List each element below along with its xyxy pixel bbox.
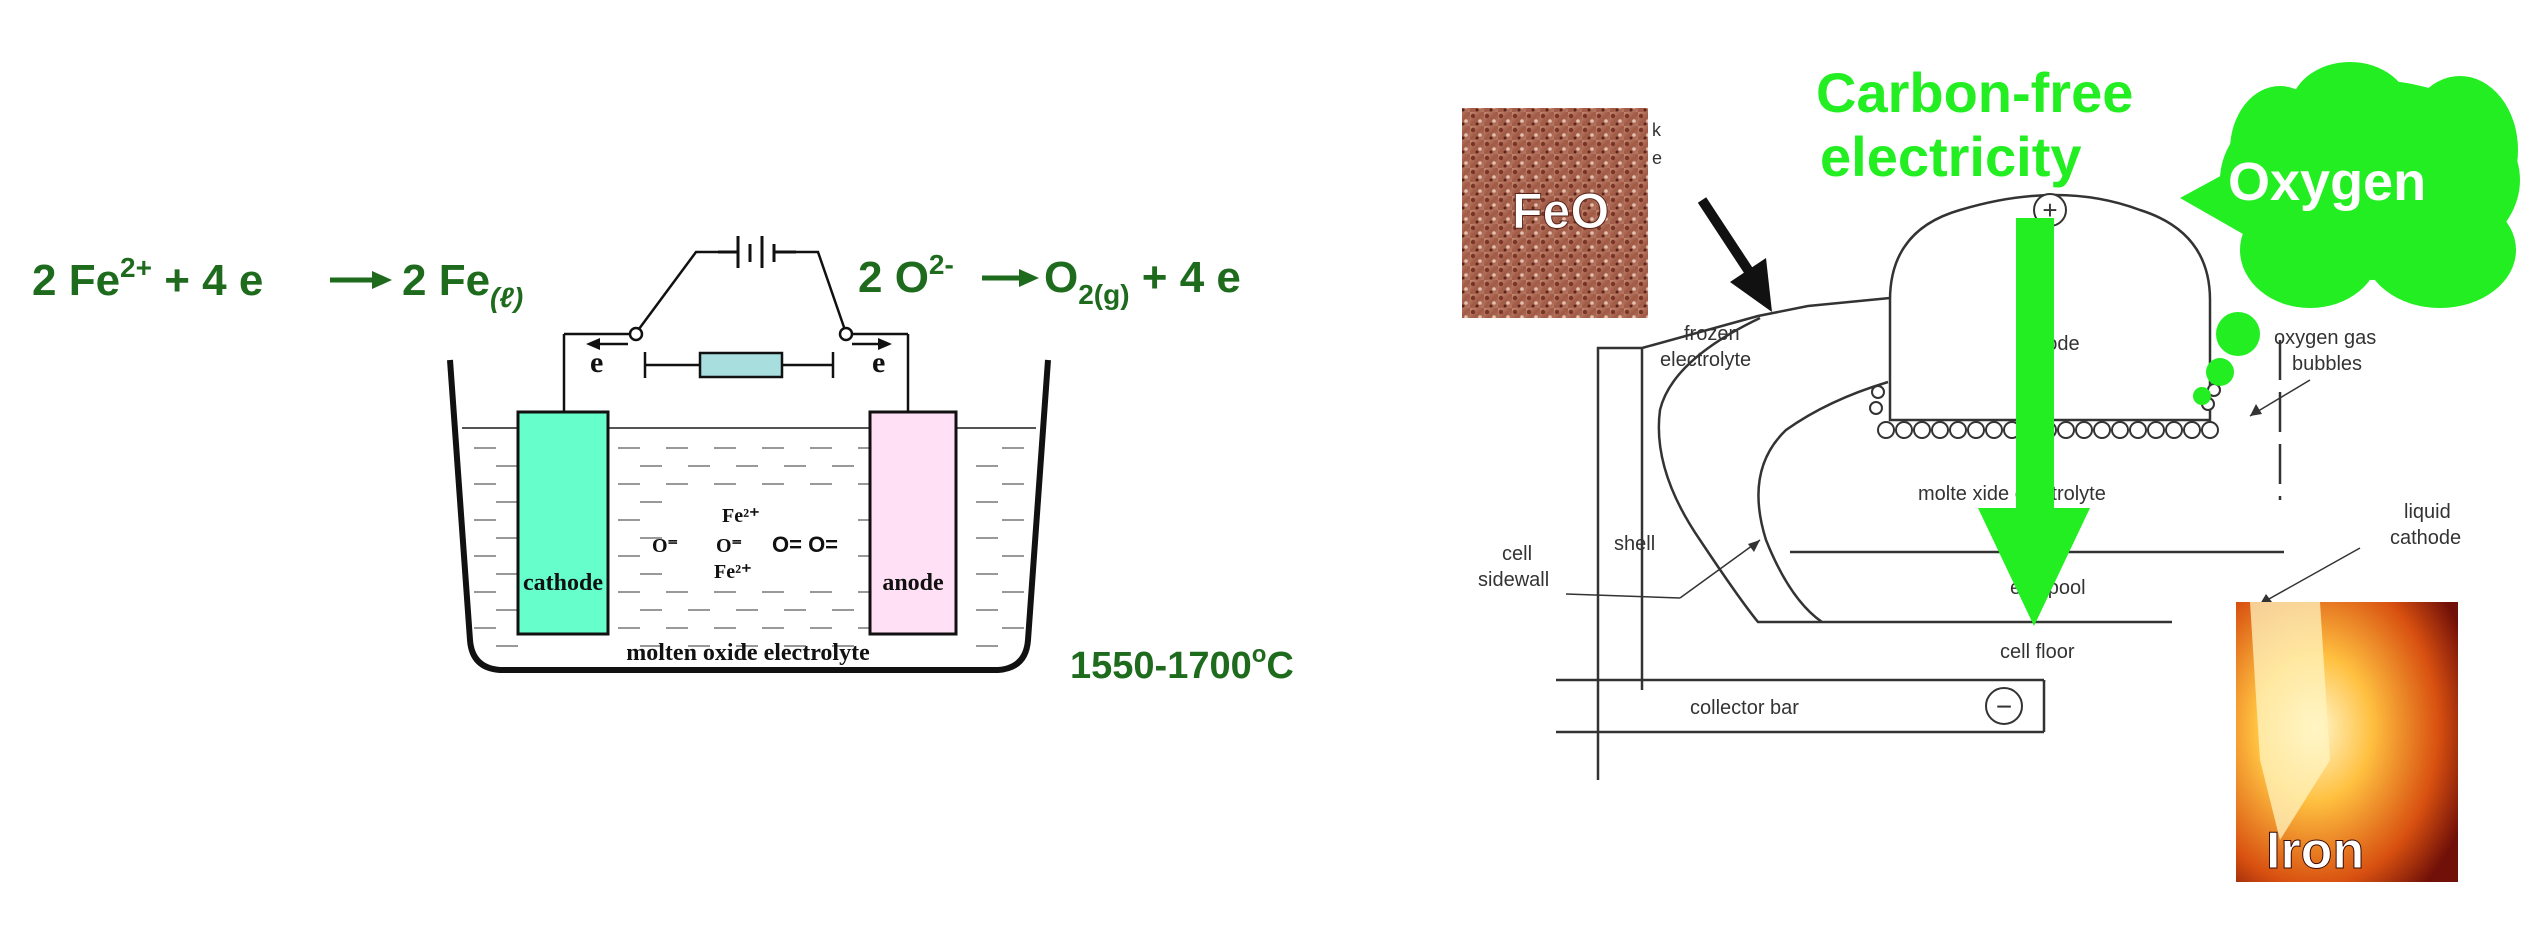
resistor-symbol	[698, 351, 784, 379]
feo-partial-label-2: e	[1652, 148, 1662, 168]
shell-label: shell	[1614, 533, 1655, 555]
electrolyte-dashes	[474, 447, 1024, 647]
feo-ore-image	[1462, 108, 1648, 318]
ion-o-left: O⁼	[652, 535, 678, 557]
oxygen-label: Oxygen	[2228, 152, 2426, 212]
left-electrolysis-diagram: 2 Fe2+ + 4 e 2 Fe(ℓ) 2 O2- O2(g) + 4 e	[32, 236, 1294, 687]
oxygen-bubble	[1967, 421, 1985, 439]
oxygen-bubble	[1895, 421, 1913, 439]
oxygen-cloud	[2180, 62, 2520, 405]
anode-reaction-equation: 2 O2-	[858, 249, 954, 302]
external-circuit-wires	[562, 250, 910, 412]
battery-symbol	[718, 236, 796, 268]
oxygen-bubble	[2165, 421, 2183, 439]
anode-label: anode	[882, 570, 944, 596]
electron-flow-arrow-right	[852, 338, 892, 350]
shell-leader-arrowhead	[1748, 540, 1760, 552]
oxygen-bubble	[2201, 421, 2219, 439]
oxygen-bubble	[1949, 421, 1967, 439]
oxygen-bubble	[2057, 421, 2075, 439]
oxygen-bubble	[1931, 421, 1949, 439]
oxygen-bubble	[2183, 421, 2201, 439]
feed-arrow	[1697, 197, 1772, 312]
cathode-electrode	[516, 410, 610, 636]
oxygen-bubble	[1985, 421, 2003, 439]
anode-reaction-arrow	[982, 269, 1039, 287]
molten-iron-stream	[2250, 602, 2330, 840]
collector-bar-label: collector bar	[1690, 697, 1799, 719]
electron-label-right: e	[872, 346, 885, 379]
electron-label-left: e	[590, 346, 603, 379]
molten-oxide-electrolyte-label: molte xide electrolyte	[1918, 483, 2106, 505]
ion-o-right: O= O=	[772, 532, 838, 557]
leader-lines	[1565, 379, 2361, 605]
molten-electrolyte-label: molten oxide electrolyte	[626, 640, 870, 666]
switch-contact-right	[838, 326, 854, 342]
cathode-label: cathode	[523, 570, 603, 596]
electron-flow-arrow-left	[586, 338, 628, 350]
iron-label: Iron	[2266, 822, 2364, 880]
feo-partial-label-1: k	[1652, 120, 1662, 140]
ion-o-mid: O⁼	[716, 535, 742, 557]
oxygen-bubble	[1869, 401, 1883, 415]
crucible	[447, 359, 1051, 673]
oxygen-bubble	[2111, 421, 2129, 439]
oxygen-bubble	[2093, 421, 2111, 439]
minus-sign: −	[1996, 691, 2012, 722]
cell-floor-label: cell floor	[2000, 641, 2075, 663]
feo-label: FeO	[1512, 183, 1609, 239]
switch-contact-left	[628, 326, 644, 342]
anode-reaction-product: O2(g) + 4 e	[1044, 253, 1241, 310]
anode-electrode	[868, 410, 958, 636]
oxygen-bubble	[2129, 421, 2147, 439]
ion-fe2-top: Fe²⁺	[722, 505, 760, 527]
cathode-reaction-product: 2 Fe(ℓ)	[402, 256, 523, 313]
cathode-reaction-arrow	[330, 271, 392, 289]
cathode-reaction-equation: 2 Fe2+ + 4 e	[32, 252, 263, 305]
oxygen-bubble	[2147, 421, 2165, 439]
temperature-label: 1550-1700oC	[1070, 641, 1294, 687]
bubbles-leader-arrowhead	[2250, 404, 2262, 416]
negative-terminal	[1985, 687, 2023, 725]
cathode-leader-arrowhead	[2260, 594, 2272, 604]
plus-sign: +	[2042, 195, 2057, 225]
oxygen-bubble	[1913, 421, 1931, 439]
oxygen-bubble	[1871, 385, 1885, 399]
oxygen-bubble	[2075, 421, 2093, 439]
oxygen-bubble	[1877, 421, 1895, 439]
electricity-flow-arrow	[1978, 218, 2090, 626]
ion-fe2-bottom: Fe²⁺	[714, 561, 752, 583]
